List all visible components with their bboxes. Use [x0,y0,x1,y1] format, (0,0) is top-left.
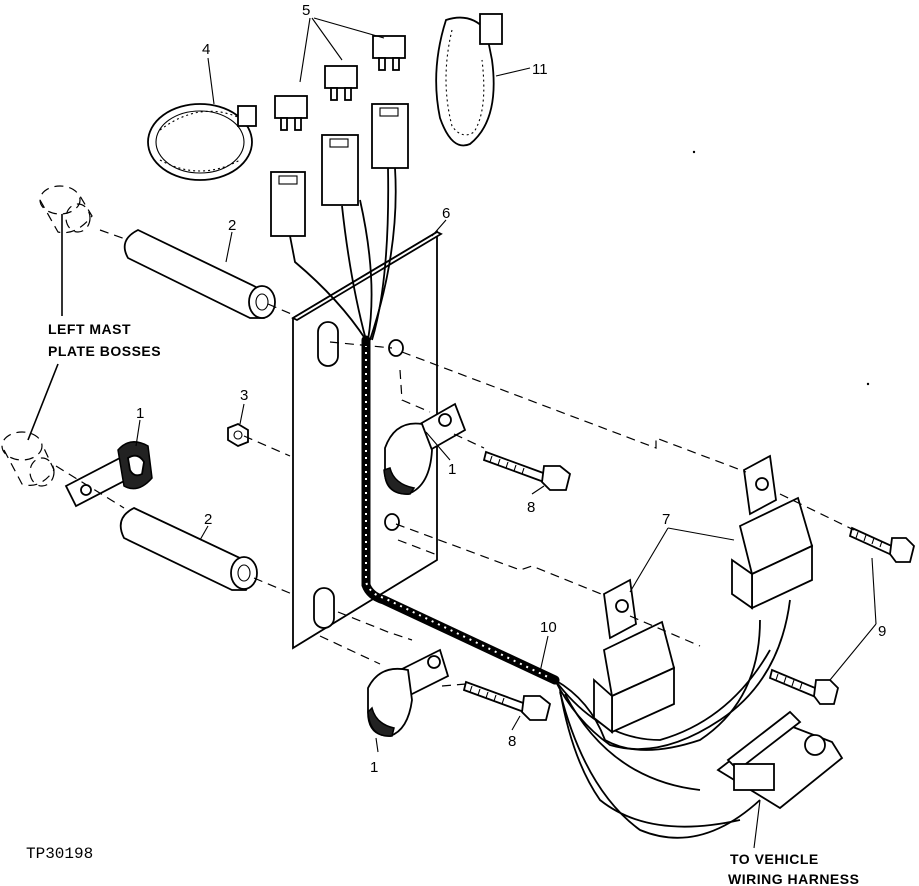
clamp-left [64,441,153,508]
bolt-upper [482,450,572,491]
vehicle-harness-label-line2: WIRING HARNESS [728,871,859,886]
left-mast-label-line1: LEFT MAST [48,321,131,337]
bolt-right-upper [848,526,915,563]
spacer-lower [119,506,258,591]
callout-2-upper: 2 [228,217,236,234]
fuse-holder-3 [371,103,409,169]
relay-upper [731,454,814,610]
wiring-harness [289,167,791,839]
callout-10: 10 [540,619,557,636]
callout-3: 3 [240,387,248,404]
figure-id: TP30198 [26,845,93,863]
vehicle-connector [716,710,844,810]
spacer-upper [123,228,276,319]
bolt-right-lower [768,668,839,705]
fuse-2 [324,65,358,101]
clamp-plate-lower [367,648,450,737]
callout-2-lower: 2 [204,511,212,528]
callout-5: 5 [302,2,310,19]
cable-tie-loop [435,13,503,147]
fuse-holder-1 [270,171,306,237]
fuse-1 [274,95,308,131]
left-mast-label-line2: PLATE BOSSES [48,343,161,359]
callout-1-left: 1 [136,405,144,422]
callout-6: 6 [442,205,450,222]
callout-1-plate: 1 [448,461,456,478]
vehicle-harness-label-line1: TO VEHICLE [730,851,819,867]
callout-7: 7 [662,511,670,528]
nut [227,422,249,448]
bolt-lower [462,680,552,721]
callout-11: 11 [532,61,548,78]
callout-4: 4 [202,41,210,58]
fuse-3 [372,35,406,71]
fuse-holder-2 [321,134,359,206]
band-strap [147,103,257,181]
callout-9: 9 [878,623,886,640]
relay-lower [593,578,676,734]
mast-boss-upper [39,185,93,234]
callout-8-lower: 8 [508,733,516,750]
callout-1-lower: 1 [370,759,378,776]
callout-8-upper: 8 [527,499,535,516]
mast-boss-lower [1,431,55,487]
